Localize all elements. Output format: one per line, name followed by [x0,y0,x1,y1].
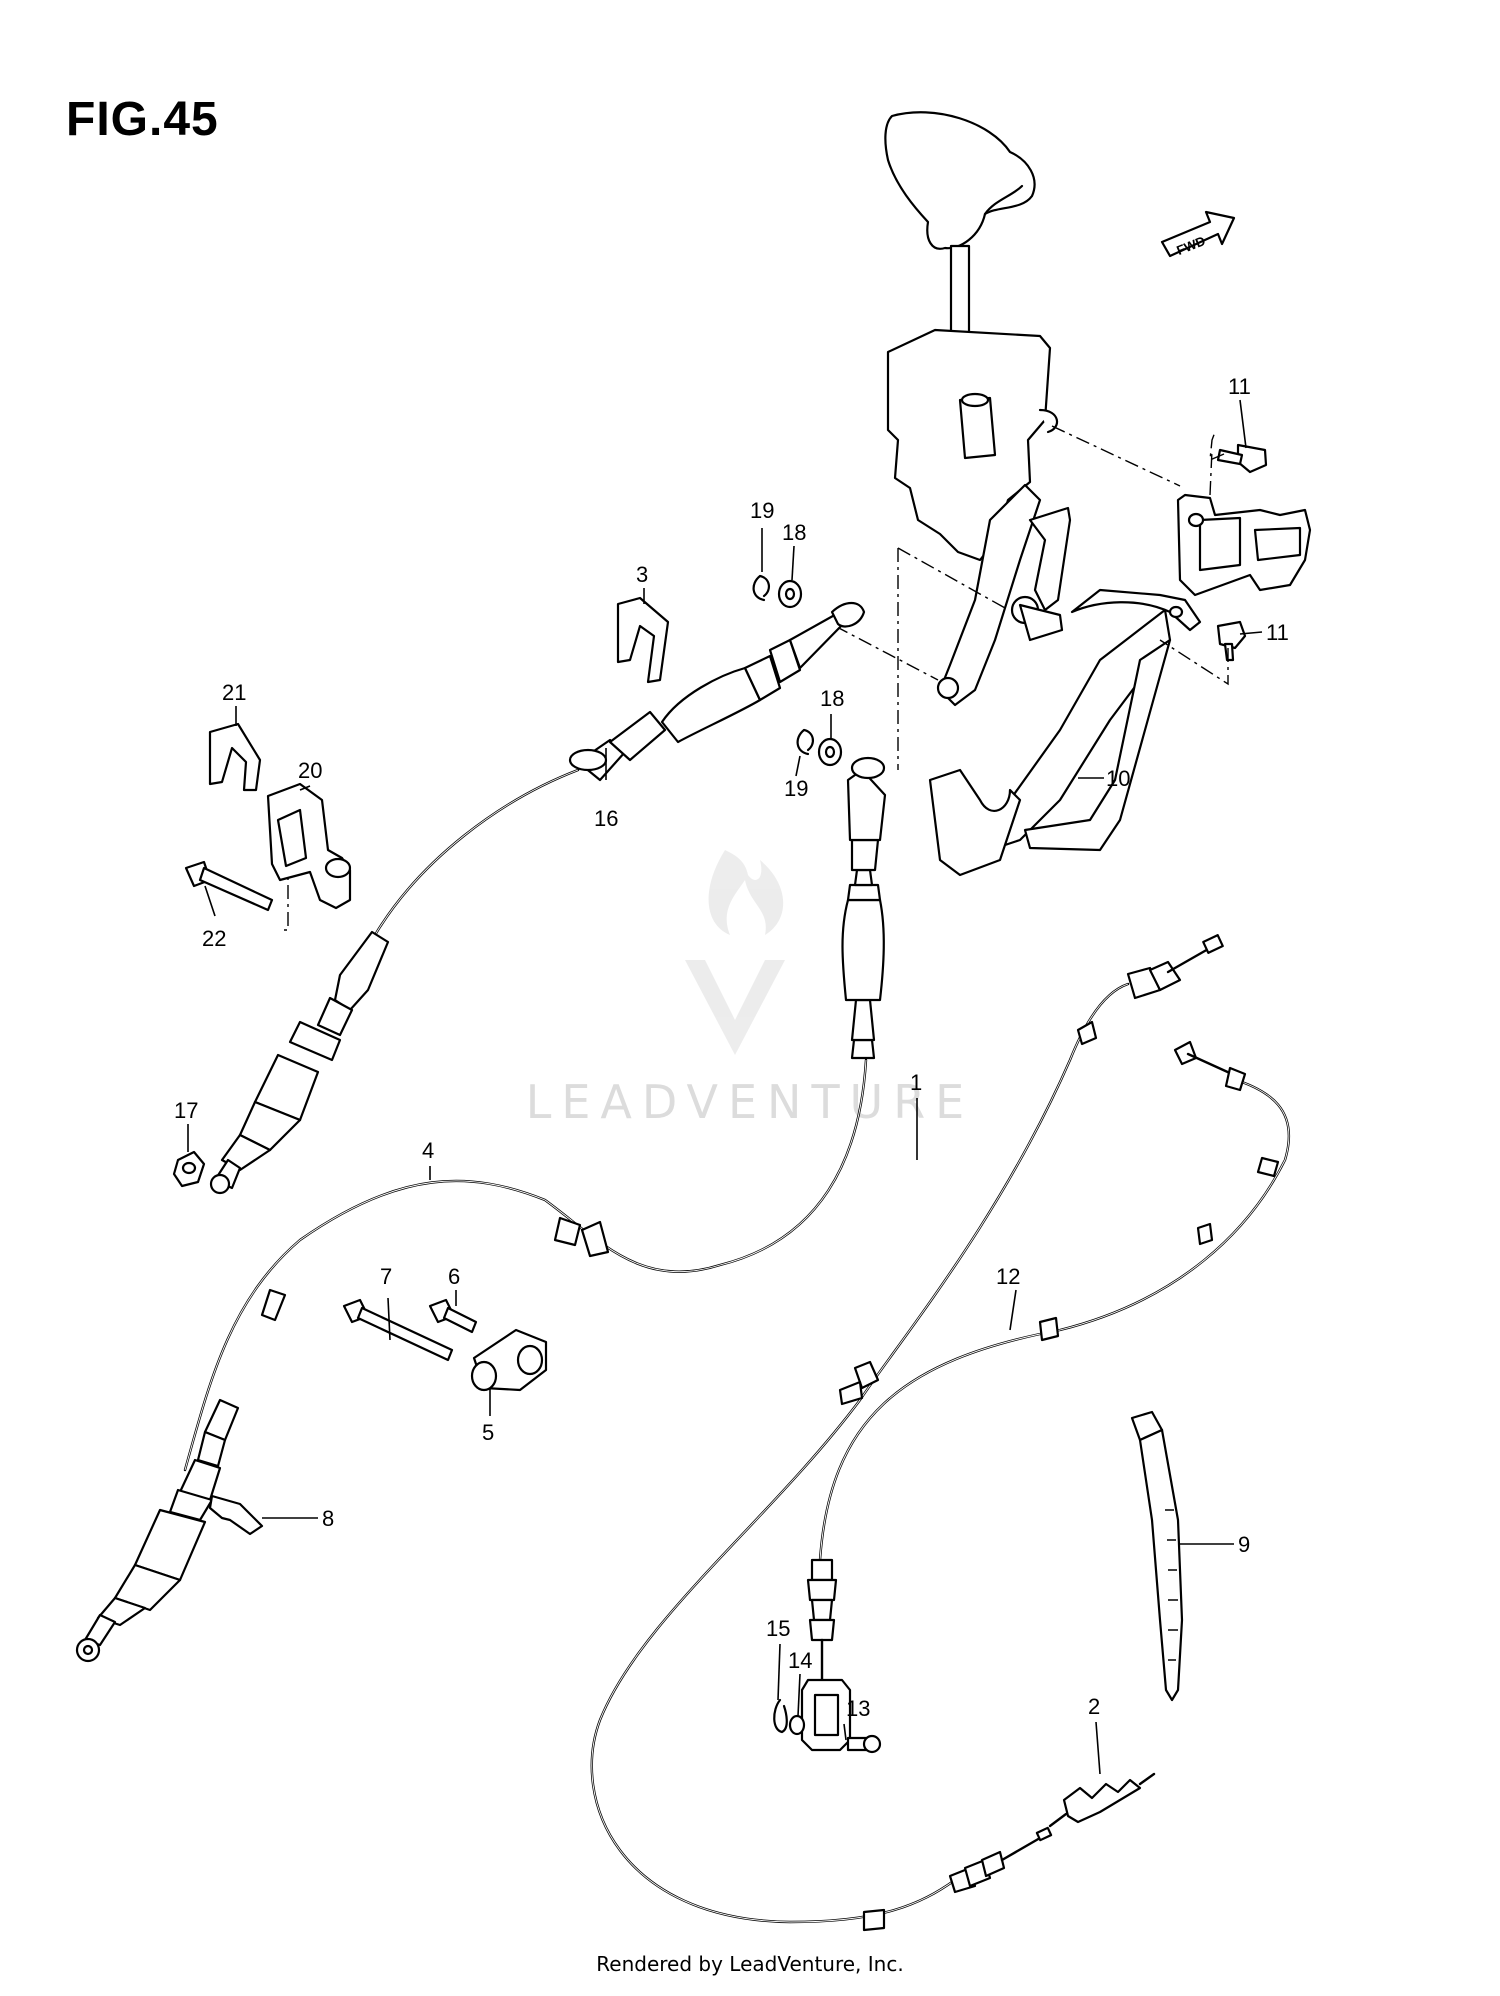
callout-21: 21 [222,680,246,705]
bolt-part-22 [184,860,274,912]
callout-18a: 18 [782,520,806,545]
washer-part-18-upper [777,579,803,609]
e-clip-part-19-upper [752,574,770,602]
cable-tie-part-9 [1130,1410,1184,1702]
callout-14: 14 [788,1648,812,1673]
callout-1: 1 [910,1070,922,1095]
fwd-arrow-icon: FWD [1160,210,1236,258]
bolt-part-11-lower [1216,620,1247,662]
figure-title: FIG.45 [66,93,219,146]
callout-11b: 11 [1266,620,1289,645]
callout-11a: 11 [1228,374,1251,399]
callout-15: 15 [766,1616,790,1641]
parking-cable-part-1 [590,934,1224,1932]
bracket-part-20 [266,782,352,910]
holder-part-5 [470,1328,548,1392]
bracket-part-10 [928,493,1312,877]
bolt-part-7 [342,1298,454,1362]
bolt-part-11-upper [1216,443,1268,474]
washer-part-14 [788,1714,806,1736]
shift-cable-part-4 [75,756,887,1663]
callout-3: 3 [636,562,648,587]
callout-9: 9 [1238,1532,1250,1557]
clip-part-21 [208,722,262,792]
callout-8: 8 [322,1506,334,1531]
callout-7: 7 [380,1264,392,1289]
callout-22: 22 [202,926,226,951]
callout-18b: 18 [820,686,844,711]
callout-5: 5 [482,1420,494,1445]
shift-cable-part-16 [209,601,866,1195]
nut-part-17 [172,1150,206,1188]
callout-17: 17 [174,1098,198,1123]
shift-lever-assembly [884,111,1072,707]
spring-part-2 [1048,1772,1156,1828]
callout-19a: 19 [750,498,774,523]
callout-2: 2 [1088,1694,1100,1719]
callout-16: 16 [594,806,618,831]
clip-part-3 [616,596,670,684]
watermark-text: LEADVENTURE [525,1075,975,1129]
clip-part-8 [208,1494,264,1536]
callout-4: 4 [422,1138,434,1163]
watermark-logo [685,850,785,1055]
washer-part-18-lower [817,737,843,767]
callout-20: 20 [298,758,322,783]
parking-cable-part-12 [806,1040,1291,1682]
e-clip-part-19-lower [796,728,814,756]
callout-6: 6 [448,1264,460,1289]
bolt-part-6 [428,1298,478,1334]
callout-numbers: 1 2 3 4 5 6 7 8 9 10 11 11 12 13 14 15 1… [174,374,1289,1721]
callout-19b: 19 [784,776,808,801]
callout-13: 13 [846,1696,870,1721]
pin-part-15 [773,1698,788,1734]
clevis-part-13 [800,1678,882,1754]
footer-credit: Rendered by LeadVenture, Inc. [596,1952,904,1976]
callout-10: 10 [1106,766,1130,791]
callout-12: 12 [996,1264,1020,1289]
